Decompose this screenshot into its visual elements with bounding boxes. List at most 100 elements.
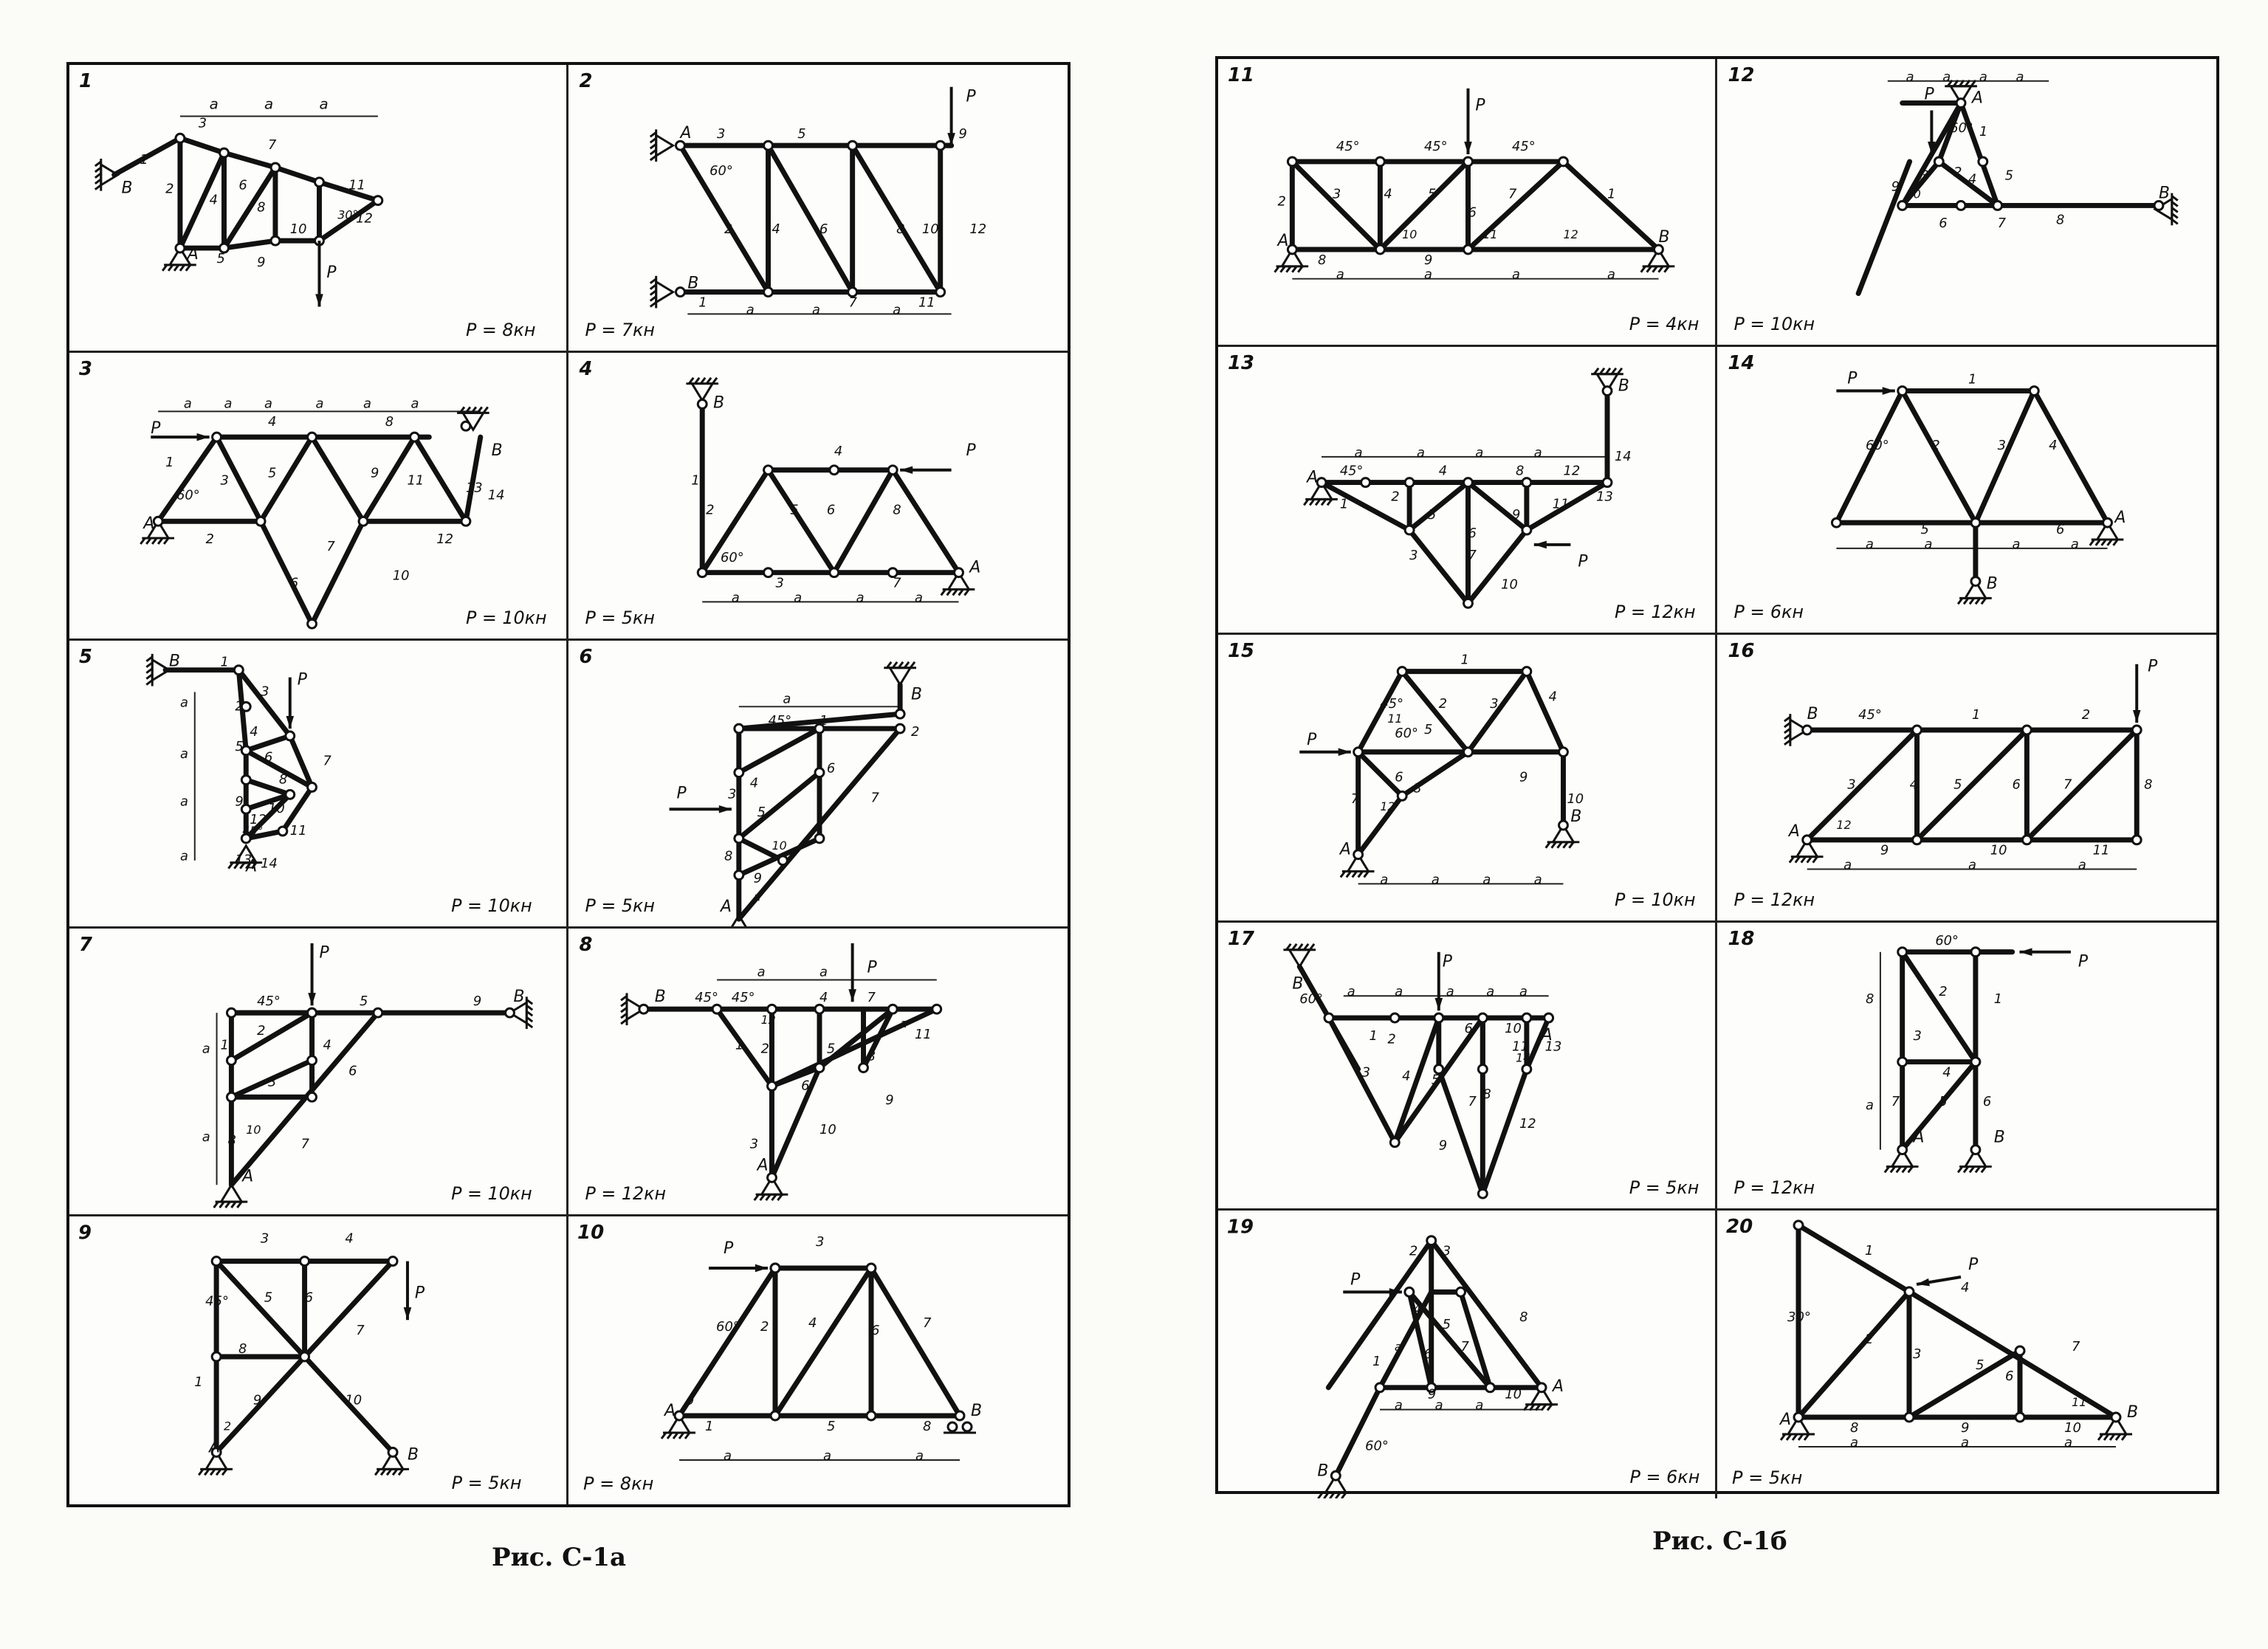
diagram-label: 7	[1468, 1094, 1477, 1109]
diagram-label: P	[1350, 1270, 1361, 1289]
problem-number: 9	[78, 1222, 92, 1245]
diagram-label: 8	[1482, 1087, 1491, 1102]
truss-joint	[858, 1062, 869, 1073]
diagram-label: 8	[896, 221, 904, 237]
pin-support	[660, 1414, 695, 1439]
truss-joint	[814, 1062, 825, 1073]
truss-joint	[1543, 1012, 1555, 1024]
diagram-label: 12	[969, 221, 986, 237]
diagram-label: 8	[1413, 780, 1421, 796]
diagram-label: B	[492, 441, 503, 460]
diagram-label: 1	[1968, 372, 1976, 388]
diagram-label: 6	[1983, 1094, 1991, 1109]
diagram-label: 1	[1994, 991, 2002, 1007]
diagram-label: 4	[1439, 464, 1447, 479]
diagram-label: 3	[1914, 1028, 1922, 1044]
diagram-label: 60°	[1935, 933, 1959, 949]
diagram-label: a	[1843, 858, 1852, 873]
pin-support	[227, 843, 263, 870]
diagram-label: P	[319, 944, 329, 963]
truss-member	[258, 518, 315, 627]
diagram-label: 1	[735, 1038, 743, 1053]
diagram-label: B	[1292, 974, 1303, 993]
truss-joint	[314, 176, 325, 188]
diagram-label: 6	[1465, 1021, 1473, 1036]
truss-member	[1524, 1015, 1552, 1072]
truss-member	[243, 791, 293, 812]
diagram-label: 6	[1424, 1346, 1432, 1362]
diagram-label: 8	[724, 849, 732, 864]
diagram-label: 5	[268, 466, 276, 481]
diagram-label: 5	[1428, 187, 1436, 202]
diagram-label: a	[180, 695, 188, 710]
diagram-label: 9	[1880, 843, 1889, 858]
truss-joint	[1970, 1056, 1982, 1067]
problem-number: 1	[79, 70, 92, 92]
truss-joint	[306, 618, 318, 630]
truss-member	[1289, 159, 1383, 252]
truss-member	[317, 179, 381, 204]
diagram-label: 6	[1468, 204, 1476, 220]
truss-member	[1900, 159, 1942, 208]
diagram-label: A	[719, 898, 732, 916]
load-value: P = 4кн	[1629, 314, 1700, 334]
diagram-label: B	[1994, 1129, 2005, 1147]
diagram-label: P	[326, 264, 337, 282]
diagram-label: a	[1424, 267, 1432, 283]
diagram-label: 2	[1387, 1032, 1395, 1047]
truss-joint	[1933, 156, 1945, 168]
pin-support	[94, 159, 120, 191]
truss-joint	[769, 1410, 781, 1422]
truss-joint	[306, 1055, 318, 1067]
force-arrow	[1299, 748, 1351, 757]
pin-support	[649, 129, 676, 162]
diagram-label: 5	[2005, 168, 2013, 184]
diagram-label: a	[1968, 858, 1976, 873]
truss-member	[861, 1006, 896, 1071]
diagram-label: B	[655, 988, 666, 1006]
diagram-label: 6	[827, 761, 835, 777]
diagram-label: 8	[385, 414, 394, 430]
truss-joint	[935, 140, 946, 151]
truss-joint	[1463, 597, 1474, 609]
diagram-label: 60°	[1866, 438, 1889, 453]
problem-number: 13	[1228, 352, 1254, 374]
diagram-label: 1	[194, 1374, 202, 1390]
diagram-label: A	[241, 1167, 253, 1185]
diagram-label: 6	[2013, 777, 2021, 792]
truss-member	[309, 518, 366, 627]
diagram-label: 11	[408, 473, 425, 489]
pin-support	[1945, 79, 1977, 106]
diagram-label: 14	[1516, 1051, 1530, 1065]
diagram-label: 12	[356, 210, 373, 226]
truss-member	[243, 777, 293, 797]
truss-member	[221, 238, 278, 251]
diagram-label: A	[1339, 841, 1351, 859]
truss-member	[1561, 159, 1661, 252]
diagram-label: 9	[1519, 769, 1528, 785]
pin-support	[1274, 247, 1309, 273]
diagram-label: P	[151, 419, 161, 438]
truss-member	[736, 726, 903, 922]
diagram-label: A	[968, 559, 980, 577]
diagram-label: a	[316, 396, 324, 411]
truss-joint	[152, 515, 164, 527]
diagram-label: 9	[371, 466, 379, 481]
truss-joint	[766, 1003, 777, 1015]
diagram-label: P	[966, 88, 976, 106]
truss-joint	[284, 788, 296, 800]
truss-member	[850, 142, 944, 295]
diagram-label: 13	[235, 853, 252, 868]
pin-support	[1544, 823, 1580, 849]
truss-joint	[1463, 746, 1474, 758]
pin-support	[140, 519, 175, 545]
diagram-label: 13	[466, 481, 483, 496]
diagram-label: A	[1540, 1026, 1553, 1044]
truss-member	[1833, 388, 1906, 526]
diagram-label: 3	[1409, 548, 1418, 563]
truss-joint	[1433, 1012, 1445, 1024]
truss-joint	[409, 431, 420, 443]
